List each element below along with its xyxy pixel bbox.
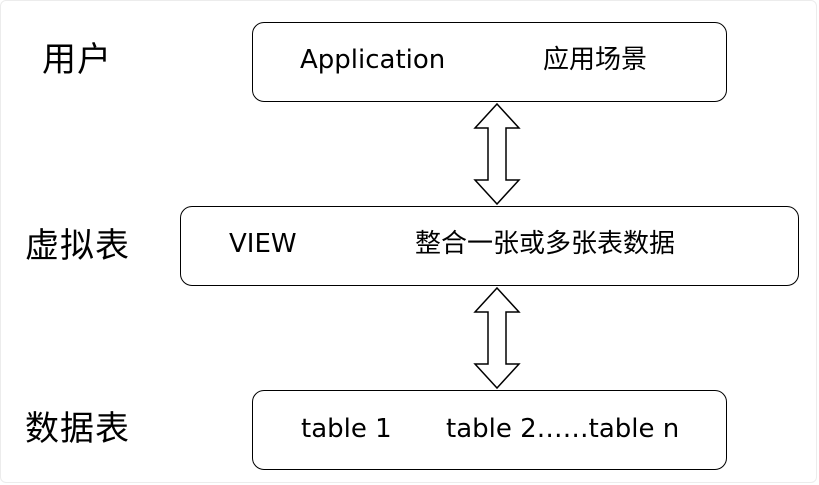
double-arrow-icon — [473, 102, 521, 206]
row-label-user: 用户 — [42, 40, 112, 80]
application-scene-text: 应用场景 — [543, 45, 648, 75]
tables-box: table 1 table 2……table n — [252, 390, 727, 470]
double-arrow-icon — [473, 286, 521, 390]
row-label-virtual-table: 虚拟表 — [25, 226, 130, 266]
application-text: Application — [300, 45, 446, 75]
view-description-text: 整合一张或多张表数据 — [415, 229, 676, 259]
row-label-data-table: 数据表 — [25, 409, 130, 449]
table-2-to-n-text: table 2……table n — [446, 414, 680, 444]
view-box: VIEW 整合一张或多张表数据 — [180, 206, 799, 286]
table-1-text: table 1 — [301, 414, 392, 444]
application-box: Application 应用场景 — [252, 22, 727, 102]
view-text: VIEW — [229, 229, 297, 259]
